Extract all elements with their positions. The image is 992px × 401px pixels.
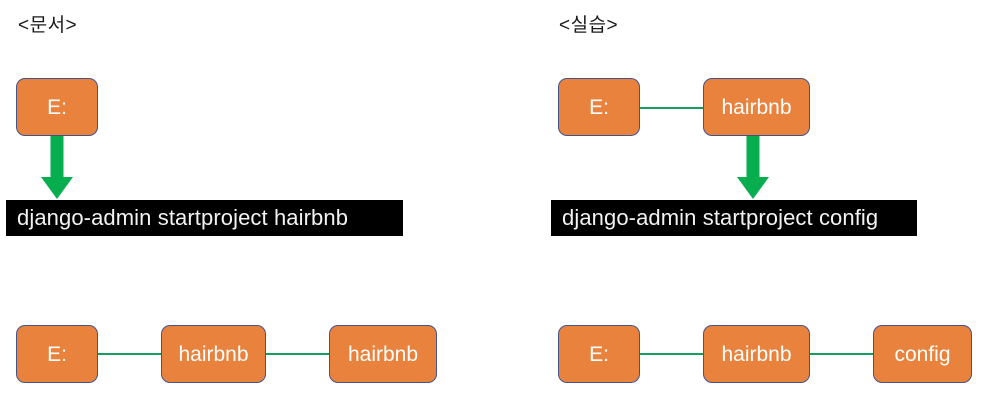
node-label: hairbnb [178, 342, 249, 366]
node-practice-before-drive: E: [558, 78, 640, 136]
node-docs-before-drive: E: [16, 78, 98, 136]
command-text: django-admin startproject config [562, 205, 879, 230]
node-docs-after-drive: E: [16, 325, 98, 383]
node-docs-after-inner: hairbnb [329, 325, 437, 383]
command-bar-docs: django-admin startproject hairbnb [6, 200, 403, 236]
node-practice-before-project: hairbnb [703, 78, 810, 136]
node-label: hairbnb [721, 95, 792, 119]
node-label: config [894, 342, 951, 366]
node-practice-after-inner: config [873, 325, 972, 383]
command-text: django-admin startproject hairbnb [17, 205, 349, 230]
node-label: E: [47, 95, 67, 119]
node-label: E: [589, 342, 609, 366]
node-label: hairbnb [347, 342, 419, 366]
connector-docs-after-1 [98, 353, 161, 355]
connector-practice-after-2 [810, 353, 873, 355]
panel-title-practice: <실습> [559, 15, 619, 36]
node-label: hairbnb [721, 342, 792, 366]
connector-docs-after-2 [266, 353, 329, 355]
connector-practice-after-1 [640, 353, 703, 355]
panel-title-docs: <문서> [18, 15, 78, 36]
node-label: E: [589, 95, 609, 119]
connector-practice-before-1 [640, 107, 703, 109]
node-docs-after-project: hairbnb [161, 325, 266, 383]
command-bar-practice: django-admin startproject config [551, 200, 917, 236]
node-practice-after-project: hairbnb [703, 325, 810, 383]
node-practice-after-drive: E: [558, 325, 640, 383]
node-label: E: [47, 342, 67, 366]
